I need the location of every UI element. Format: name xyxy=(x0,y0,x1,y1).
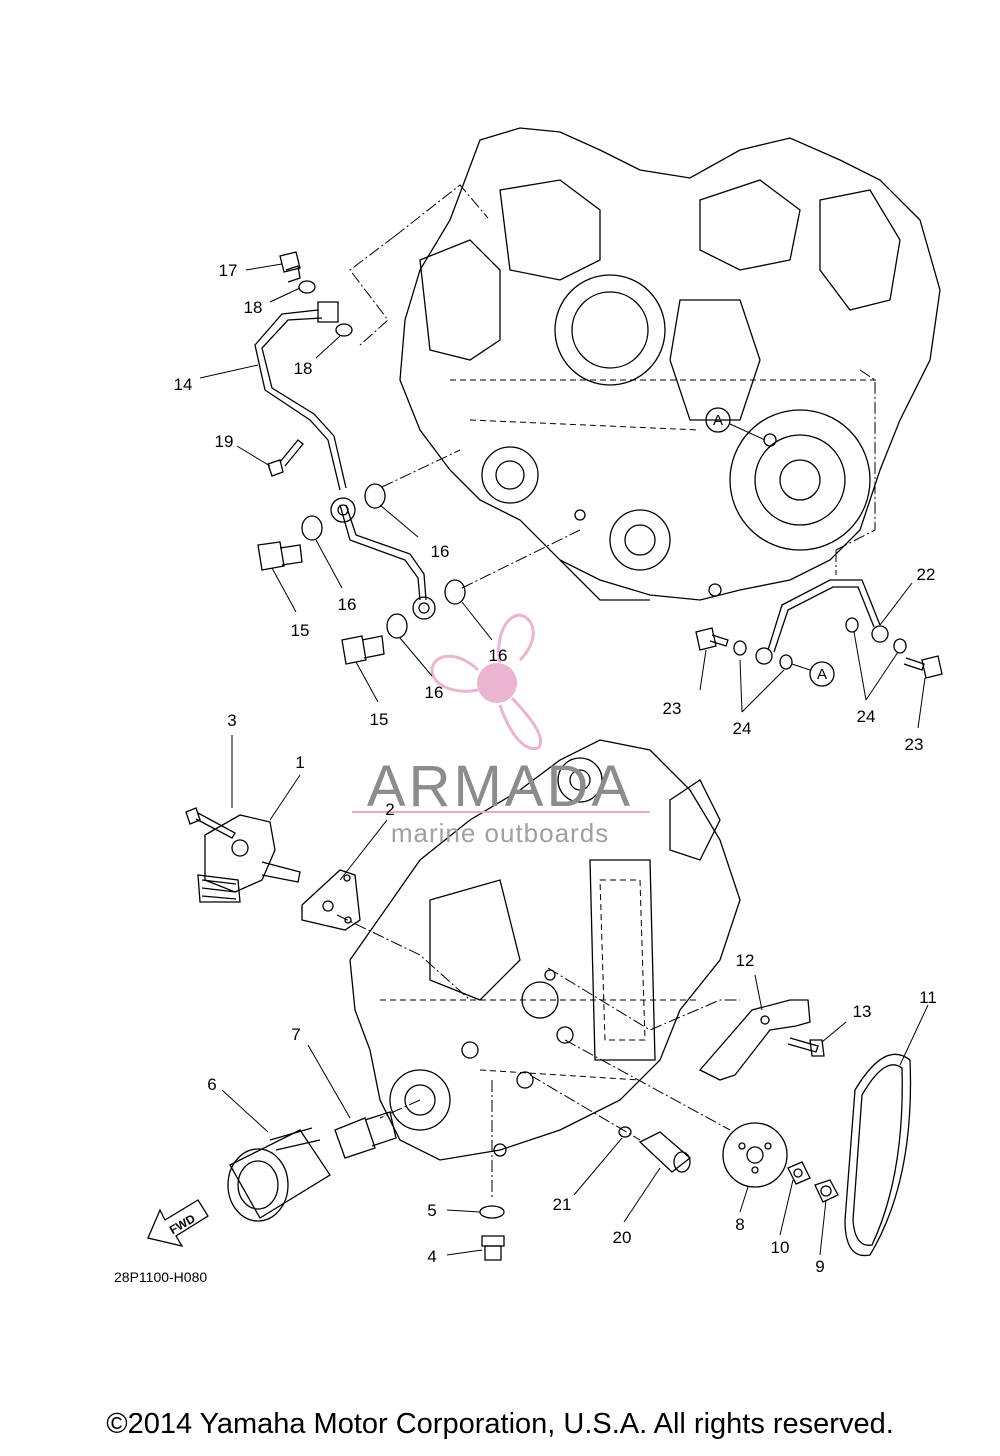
washer-24 xyxy=(779,654,793,670)
callout-16: 16 xyxy=(338,595,357,614)
reference-marker-a: A xyxy=(705,407,766,441)
fwd-arrow: FWD xyxy=(147,1199,209,1247)
oil-filter xyxy=(227,1127,331,1222)
washer-16 xyxy=(301,515,323,541)
callout-labels: 1 2 3 4 5 6 7 8 9 10 11 12 13 14 15 15 1… xyxy=(174,261,937,1276)
nut-9 xyxy=(814,1179,839,1203)
callout-15: 15 xyxy=(291,621,310,640)
propeller-logo xyxy=(430,613,543,751)
fwd-label: FWD xyxy=(167,1211,198,1237)
callout-1: 1 xyxy=(295,753,304,772)
copyright-notice: ©2014 Yamaha Motor Corporation, U.S.A. A… xyxy=(106,1408,894,1440)
callout-4: 4 xyxy=(427,1247,436,1266)
chain xyxy=(844,1053,912,1257)
bracket xyxy=(698,999,811,1081)
gasket xyxy=(301,869,361,931)
bolt-13 xyxy=(787,1037,825,1057)
washer-18 xyxy=(298,280,316,294)
diagram-code: 28P1100-H080 xyxy=(114,1269,207,1285)
callout-23: 23 xyxy=(905,735,924,754)
washer-24 xyxy=(893,638,907,654)
callout-22: 22 xyxy=(917,565,936,584)
lower-crankcase xyxy=(349,739,741,1161)
washer-24 xyxy=(845,617,859,633)
callout-20: 20 xyxy=(613,1228,632,1247)
reference-marker-a-letter: A xyxy=(817,666,827,683)
oil-pipe-22 xyxy=(755,579,889,665)
washer-10 xyxy=(787,1161,811,1185)
drain-plug xyxy=(481,1235,505,1261)
callout-23: 23 xyxy=(663,699,682,718)
bolt-15 xyxy=(341,635,385,665)
callout-9: 9 xyxy=(815,1257,824,1276)
callout-2: 2 xyxy=(385,800,394,819)
callout-3: 3 xyxy=(227,711,236,730)
watermark: ARMADA marine outboards xyxy=(352,613,650,848)
callout-18: 18 xyxy=(294,359,313,378)
bolt-23 xyxy=(903,655,943,679)
watermark-brand: ARMADA xyxy=(367,754,633,819)
callout-7: 7 xyxy=(291,1025,300,1044)
assembly-lines xyxy=(336,184,876,1200)
callout-21: 21 xyxy=(553,1195,572,1214)
callout-16: 16 xyxy=(431,542,450,561)
washer-16 xyxy=(364,483,386,509)
bolt-19 xyxy=(267,439,304,477)
washer-24 xyxy=(733,640,747,656)
callout-24: 24 xyxy=(733,719,752,738)
upper-crankcase xyxy=(399,127,941,601)
callout-16: 16 xyxy=(489,646,508,665)
callout-15: 15 xyxy=(370,710,389,729)
leader-lines xyxy=(199,263,929,1256)
callout-5: 5 xyxy=(427,1201,436,1220)
callout-19: 19 xyxy=(215,432,234,451)
strainer xyxy=(638,1131,692,1173)
bolt-15 xyxy=(257,541,303,571)
watermark-tagline: marine outboards xyxy=(391,818,609,848)
reference-marker-a-letter: A xyxy=(713,412,723,429)
callout-17: 17 xyxy=(219,261,238,280)
o-ring xyxy=(618,1126,632,1138)
washer-5 xyxy=(479,1205,505,1219)
reference-marker-a: A xyxy=(791,661,835,687)
bolt-3 xyxy=(185,807,236,839)
sprocket xyxy=(722,1122,788,1188)
callout-13: 13 xyxy=(853,1002,872,1021)
oil-pipe xyxy=(254,301,436,620)
washer-18 xyxy=(335,323,353,337)
callout-16: 16 xyxy=(425,683,444,702)
callout-10: 10 xyxy=(771,1238,790,1257)
callout-18: 18 xyxy=(244,298,263,317)
bolt-23 xyxy=(695,627,729,651)
callout-14: 14 xyxy=(174,375,193,394)
oil-pump xyxy=(197,814,301,903)
callout-11: 11 xyxy=(919,988,937,1007)
washer-16 xyxy=(444,579,466,605)
bolt-17 xyxy=(279,251,301,283)
washer-16 xyxy=(386,613,408,639)
callout-12: 12 xyxy=(736,951,755,970)
union-bolt-7 xyxy=(334,1111,397,1159)
callout-6: 6 xyxy=(207,1075,216,1094)
callout-24: 24 xyxy=(857,707,876,726)
callout-8: 8 xyxy=(735,1215,744,1234)
